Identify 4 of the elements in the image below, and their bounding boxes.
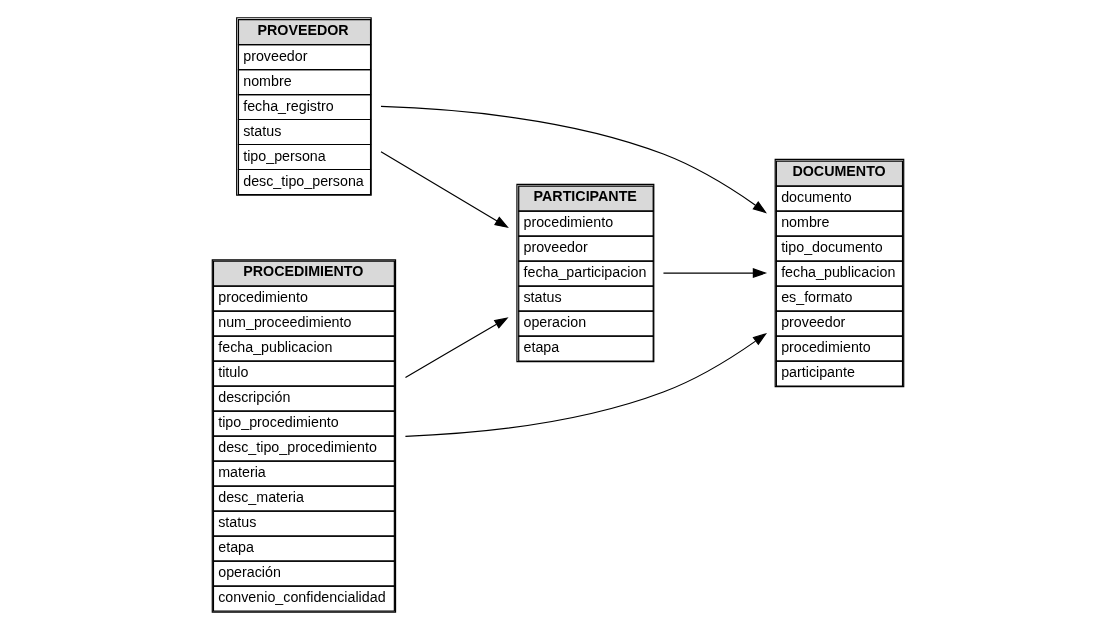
arrow <box>404 317 509 379</box>
arrow <box>662 268 767 279</box>
arrow <box>379 151 509 229</box>
arrow <box>404 332 767 437</box>
